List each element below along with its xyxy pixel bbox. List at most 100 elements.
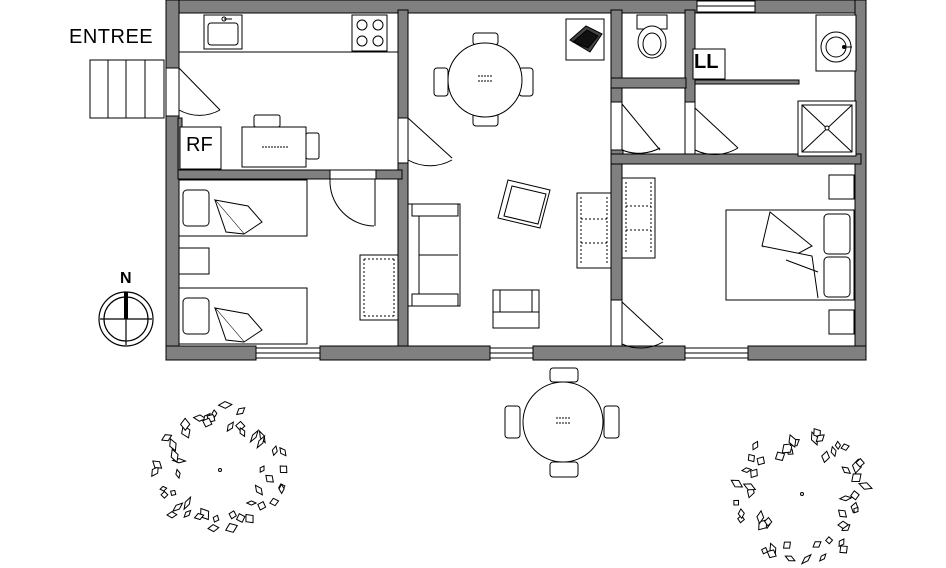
leaf-shape bbox=[851, 473, 862, 483]
bedroom2-door bbox=[610, 299, 664, 349]
bedroom1-door bbox=[329, 169, 377, 227]
leaf-shape bbox=[821, 450, 831, 464]
leaf-shape bbox=[217, 400, 233, 409]
leaf-shape bbox=[849, 490, 860, 501]
wall-living-east-lower bbox=[610, 149, 623, 301]
leaf-shape bbox=[202, 417, 213, 428]
wall-top bbox=[165, 0, 867, 14]
tree-icon bbox=[730, 428, 874, 565]
leaf-shape bbox=[784, 555, 796, 562]
leaf-shape bbox=[774, 451, 786, 462]
leaf-shape bbox=[737, 508, 745, 520]
wc bbox=[636, 14, 668, 59]
leaf-shape bbox=[228, 510, 237, 520]
bedroom2 bbox=[621, 174, 855, 335]
leaf-shape bbox=[193, 512, 205, 521]
washbasin-icon bbox=[815, 14, 857, 72]
leaf-shape bbox=[254, 484, 264, 496]
bed-1b bbox=[178, 287, 308, 345]
wall-wc-floor bbox=[610, 77, 687, 89]
living-room bbox=[407, 18, 612, 329]
leaf-shape bbox=[752, 440, 759, 451]
leaf-shape bbox=[840, 443, 850, 451]
armchair-2 bbox=[492, 289, 540, 329]
windows bbox=[255, 0, 756, 359]
dining-table bbox=[433, 32, 534, 127]
wall-bottom-2 bbox=[319, 345, 491, 361]
leaf-shape bbox=[830, 445, 837, 458]
wall-bottom-3 bbox=[532, 345, 686, 361]
leaf-shape bbox=[239, 426, 246, 438]
leaf-shape bbox=[160, 490, 169, 499]
leaf-shape bbox=[171, 502, 184, 513]
leaf-shape bbox=[761, 546, 769, 555]
leaf-shape bbox=[766, 549, 777, 559]
leaf-shape bbox=[249, 429, 260, 444]
leaf-shape bbox=[245, 500, 258, 506]
bedroom2-chest bbox=[621, 177, 656, 259]
leaf-shape bbox=[175, 468, 181, 480]
leaf-shape bbox=[756, 509, 765, 525]
leaf-shape bbox=[730, 479, 744, 488]
leaf-shape bbox=[838, 538, 845, 548]
sofa bbox=[407, 203, 461, 307]
tree-icon bbox=[151, 400, 288, 533]
leaf-shape bbox=[812, 541, 822, 548]
sink-icon bbox=[203, 14, 243, 50]
wall-left-upper bbox=[165, 0, 180, 69]
tree-trunk bbox=[218, 468, 222, 472]
leaf-shape bbox=[166, 511, 178, 519]
wall-kitchen-living bbox=[397, 9, 409, 119]
leaf-shape bbox=[733, 499, 740, 506]
wall-kitchen-living-lower bbox=[397, 162, 409, 347]
wall-bath-inner bbox=[694, 79, 800, 85]
kitchen-living-door bbox=[397, 117, 453, 167]
leaf-shape bbox=[152, 460, 163, 469]
leaf-shape bbox=[235, 407, 246, 416]
leaf-shape bbox=[824, 536, 834, 545]
wall-left-lower bbox=[165, 115, 180, 361]
laundry-label: LL bbox=[694, 51, 719, 73]
compass-icon bbox=[98, 291, 154, 347]
armchair-1 bbox=[497, 179, 551, 229]
fridge-label: RF bbox=[186, 134, 213, 156]
leaf-shape bbox=[747, 453, 756, 463]
bathroom bbox=[692, 14, 857, 157]
leaf-shape bbox=[151, 465, 159, 478]
wall-right bbox=[854, 0, 867, 361]
double-bed bbox=[725, 209, 855, 301]
leaf-shape bbox=[850, 501, 859, 514]
leaf-shape bbox=[742, 483, 757, 491]
toilet-icon bbox=[636, 14, 668, 59]
nightstand-1 bbox=[178, 247, 210, 275]
leaf-shape bbox=[834, 440, 842, 451]
bathroom-door bbox=[684, 101, 739, 156]
shower-icon bbox=[797, 100, 857, 157]
leaf-shape bbox=[279, 465, 288, 474]
leaf-shape bbox=[800, 553, 812, 565]
leaf-shape bbox=[269, 497, 280, 507]
leaf-shape bbox=[740, 467, 753, 473]
leaf-shape bbox=[782, 541, 792, 549]
leaf-shape bbox=[781, 443, 793, 454]
leaf-shape bbox=[212, 514, 220, 523]
leaf-shape bbox=[170, 448, 179, 464]
leaf-shape bbox=[183, 509, 192, 519]
leaf-shape bbox=[763, 516, 773, 527]
wardrobe bbox=[359, 254, 399, 321]
kitchen-table bbox=[241, 114, 320, 168]
leaf-shape bbox=[815, 434, 825, 443]
walls bbox=[165, 0, 867, 361]
leaf-shape bbox=[259, 465, 265, 474]
bedroom1 bbox=[178, 179, 399, 345]
leaf-shape bbox=[279, 446, 287, 457]
leaf-shape bbox=[226, 421, 234, 433]
leaf-shape bbox=[265, 474, 274, 483]
fridge bbox=[179, 126, 222, 170]
wc-door bbox=[610, 101, 661, 154]
outdoor-table bbox=[504, 367, 620, 478]
leaf-shape bbox=[159, 485, 168, 492]
bed-1a bbox=[178, 179, 308, 237]
leaf-shape bbox=[245, 513, 254, 524]
